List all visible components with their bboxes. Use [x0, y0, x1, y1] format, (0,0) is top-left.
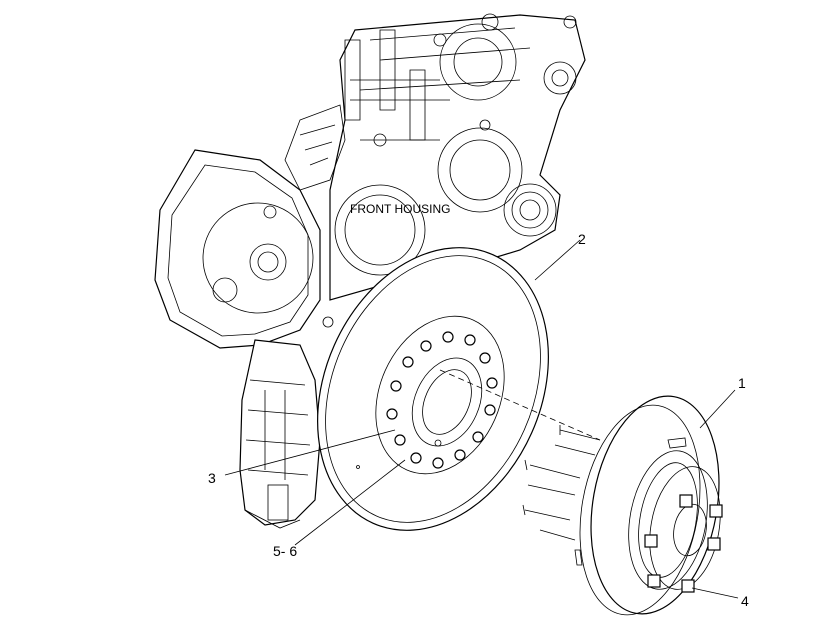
bolt-ring [386, 331, 498, 469]
front-housing-label: FRONT HOUSING [350, 202, 450, 216]
callout-3: 3 [208, 470, 216, 486]
alignment-line [439, 369, 601, 441]
front-housing [154, 13, 586, 529]
damper-disc [317, 247, 549, 531]
pulley-bolts [644, 494, 723, 593]
callout-2: 2 [578, 231, 586, 247]
leader-lines [224, 239, 739, 599]
callout-5-6: 5- 6 [273, 543, 297, 559]
crankshaft-pulley [522, 395, 723, 616]
callout-1: 1 [738, 375, 746, 391]
callout-4: 4 [741, 593, 749, 609]
